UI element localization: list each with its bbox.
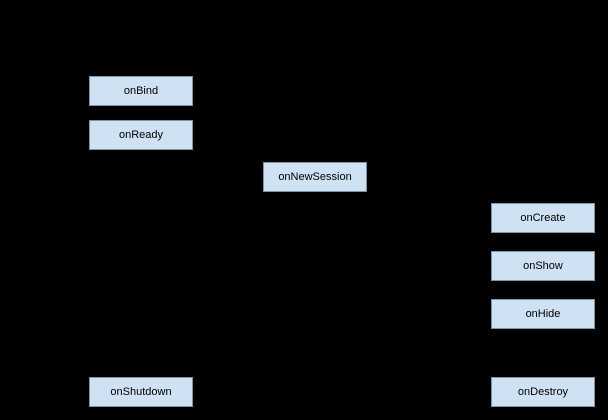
lifecycle-node-onshutdown: onShutdown [89,377,193,407]
lifecycle-node-onshow: onShow [491,251,595,281]
lifecycle-node-onbind: onBind [89,76,193,106]
lifecycle-node-ondestroy: onDestroy [491,377,595,407]
lifecycle-node-onhide: onHide [491,299,595,329]
lifecycle-node-oncreate: onCreate [491,203,595,233]
lifecycle-node-onnewsession: onNewSession [263,162,367,192]
lifecycle-node-onready: onReady [89,120,193,150]
